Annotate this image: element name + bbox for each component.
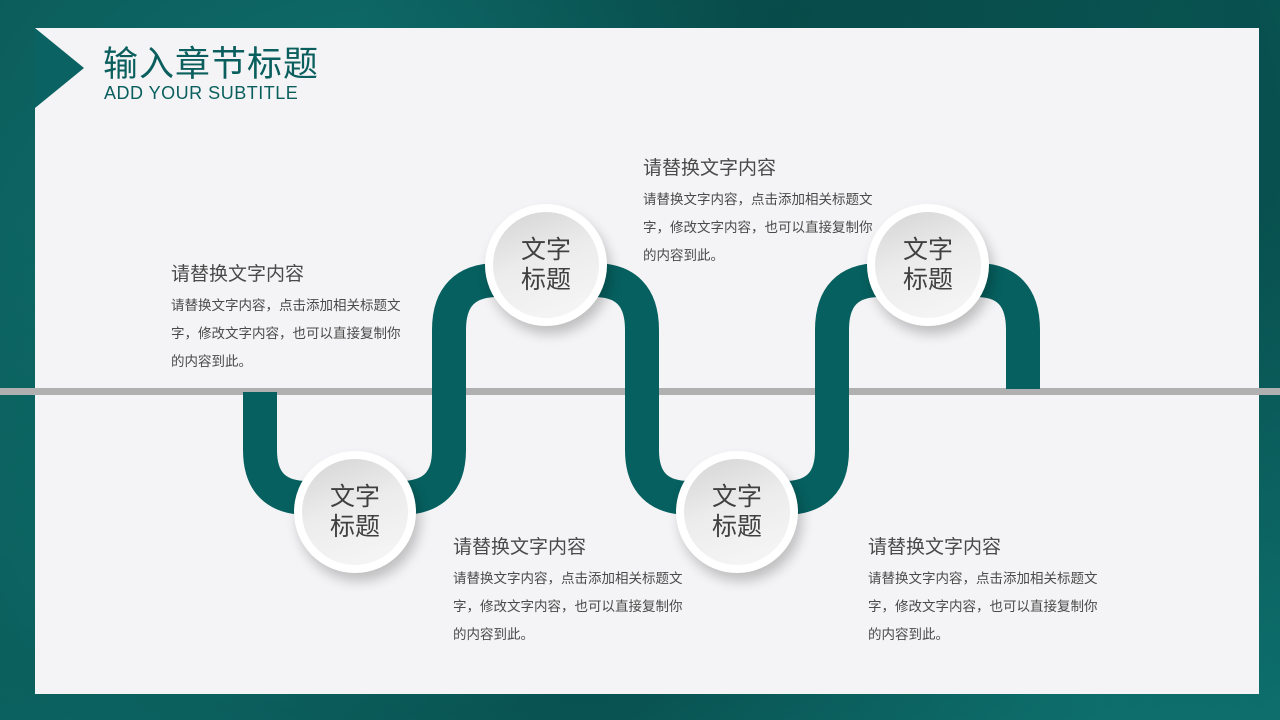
step-node-3-face: 文字 标题 [684,459,790,565]
text-block-4-title[interactable]: 请替换文字内容 [868,536,1002,558]
text-block-3-title[interactable]: 请替换文字内容 [453,536,587,558]
step-node-4-label-line1: 文字 [902,235,953,264]
step-node-4-face: 文字 标题 [875,212,981,318]
page-title: 输入章节标题 [103,45,320,85]
step-node-2-label-line2: 标题 [520,265,571,294]
step-node-4[interactable]: 文字 标题 [867,204,989,326]
step-node-1-label-line1: 文字 [329,482,380,511]
text-block-1: 请替换文字内容 请替换文字内容，点击添加相关标题文字，修改文字内容，也可以直接复… [171,259,411,376]
step-node-2[interactable]: 文字 标题 [485,204,607,326]
step-node-3[interactable]: 文字 标题 [676,451,798,573]
text-block-4-body[interactable]: 请替换文字内容，点击添加相关标题文字，修改文字内容，也可以直接复制你的内容到此。 [868,571,1098,643]
step-node-2-face: 文字 标题 [493,212,599,318]
step-node-3-label-line1: 文字 [711,482,762,511]
step-node-2-label-line1: 文字 [520,235,571,264]
text-block-3: 请替换文字内容 请替换文字内容，点击添加相关标题文字，修改文字内容，也可以直接复… [453,532,693,649]
step-node-1-label-line2: 标题 [329,512,380,541]
text-block-2-title[interactable]: 请替换文字内容 [643,157,777,179]
step-node-1-face: 文字 标题 [302,459,408,565]
text-block-1-body[interactable]: 请替换文字内容，点击添加相关标题文字，修改文字内容，也可以直接复制你的内容到此。 [171,298,401,370]
step-node-3-label-line2: 标题 [711,512,762,541]
text-block-2: 请替换文字内容 请替换文字内容，点击添加相关标题文字，修改文字内容，也可以直接复… [643,153,883,270]
text-block-3-body[interactable]: 请替换文字内容，点击添加相关标题文字，修改文字内容，也可以直接复制你的内容到此。 [453,571,683,643]
page-subtitle: ADD YOUR SUBTITLE [104,83,299,103]
text-block-1-title[interactable]: 请替换文字内容 [171,263,305,285]
corner-triangle-decoration [35,28,84,108]
step-node-1[interactable]: 文字 标题 [294,451,416,573]
text-block-2-body[interactable]: 请替换文字内容，点击添加相关标题文字，修改文字内容，也可以直接复制你的内容到此。 [643,192,873,264]
text-block-4: 请替换文字内容 请替换文字内容，点击添加相关标题文字，修改文字内容，也可以直接复… [868,532,1108,649]
step-node-4-label-line2: 标题 [902,265,953,294]
